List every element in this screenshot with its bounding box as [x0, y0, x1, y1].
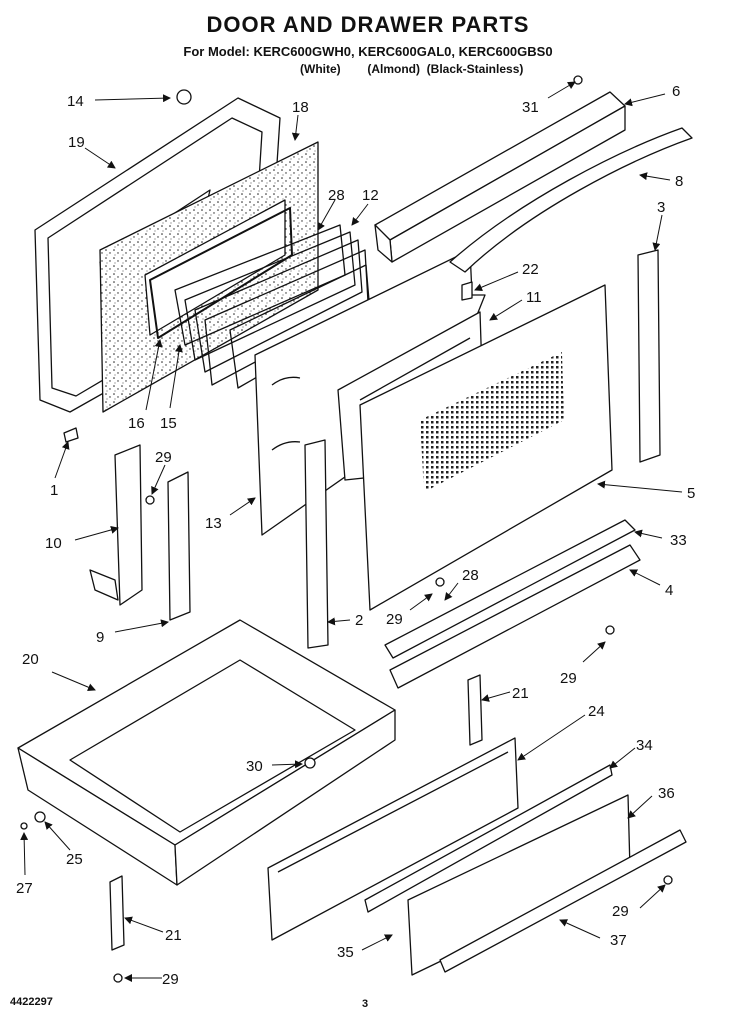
callout-29b: 29 [386, 611, 403, 628]
screw-31 [573, 75, 583, 85]
page-number: 3 [362, 998, 369, 1010]
callout-22: 22 [522, 261, 539, 278]
screw-29 [145, 495, 155, 505]
callout-28: 28 [328, 187, 345, 204]
callout-labels: 14 18 19 28 12 31 6 8 3 22 11 1 16 15 29… [16, 83, 695, 988]
callout-10: 10 [45, 535, 62, 552]
side-trim [637, 249, 661, 463]
callout-5: 5 [687, 485, 695, 502]
screw-14 [176, 89, 192, 105]
drawer-slide-bracket [467, 674, 483, 746]
callout-2: 2 [355, 612, 363, 629]
door-support [304, 439, 329, 649]
drawer-body [17, 619, 396, 886]
clip-22 [461, 281, 473, 301]
screw-29 [605, 625, 615, 635]
clip-1 [63, 427, 79, 443]
callout-21b: 21 [165, 927, 182, 944]
callout-11: 11 [526, 289, 542, 306]
model-line: For Model: KERC600GWH0, KERC600GAL0, KER… [183, 44, 553, 59]
callout-21: 21 [512, 685, 529, 702]
callout-34: 34 [636, 737, 653, 754]
screw-29 [113, 973, 123, 983]
door-gasket [149, 207, 293, 339]
color-variants: (White) (Almond) (Black-Stainless) [300, 62, 523, 76]
callout-29e: 29 [162, 971, 179, 988]
callout-29c: 29 [560, 670, 577, 687]
callout-19: 19 [68, 134, 85, 151]
callout-13: 13 [205, 515, 222, 532]
callout-25: 25 [66, 851, 83, 868]
drawer-front-panel [267, 737, 519, 941]
callout-35: 35 [337, 944, 354, 961]
document-number: 4422297 [10, 996, 53, 1008]
callout-18: 18 [292, 99, 309, 116]
drawer-bottom-trim [439, 829, 687, 973]
callout-33: 33 [670, 532, 687, 549]
callout-12: 12 [362, 187, 379, 204]
screw-29 [663, 875, 673, 885]
door-hinge [114, 444, 143, 606]
callout-20: 20 [22, 651, 39, 668]
screw-29 [435, 577, 445, 587]
callout-1: 1 [50, 482, 58, 499]
callout-9: 9 [96, 629, 104, 646]
washer-27 [20, 822, 28, 830]
diagram-title: DOOR AND DRAWER PARTS [206, 12, 530, 37]
drawer-slide-bracket [109, 875, 125, 951]
hinge-cover [167, 471, 191, 621]
drawer-trim-strip [364, 764, 613, 913]
callout-29d: 29 [612, 903, 629, 920]
callout-28b: 28 [462, 567, 479, 584]
callout-27: 27 [16, 880, 33, 897]
callout-24: 24 [588, 703, 605, 720]
callout-37: 37 [610, 932, 627, 949]
callout-30: 30 [246, 758, 263, 775]
screw-25 [34, 811, 46, 823]
callout-16: 16 [128, 415, 145, 432]
callout-6: 6 [672, 83, 680, 100]
callout-14: 14 [67, 93, 84, 110]
callout-15: 15 [160, 415, 177, 432]
callout-3: 3 [657, 199, 665, 216]
door-bottom-vent [389, 544, 641, 689]
callout-29: 29 [155, 449, 172, 466]
color-almond: (Almond) [367, 62, 420, 76]
color-white: (White) [300, 62, 341, 76]
callout-8: 8 [675, 173, 683, 190]
perforated-screen [420, 352, 564, 492]
door-handle [449, 127, 693, 273]
callout-36: 36 [658, 785, 675, 802]
screw-30 [304, 757, 316, 769]
callout-4: 4 [665, 582, 673, 599]
color-black-stainless: (Black-Stainless) [426, 62, 524, 76]
callout-31: 31 [522, 99, 539, 116]
